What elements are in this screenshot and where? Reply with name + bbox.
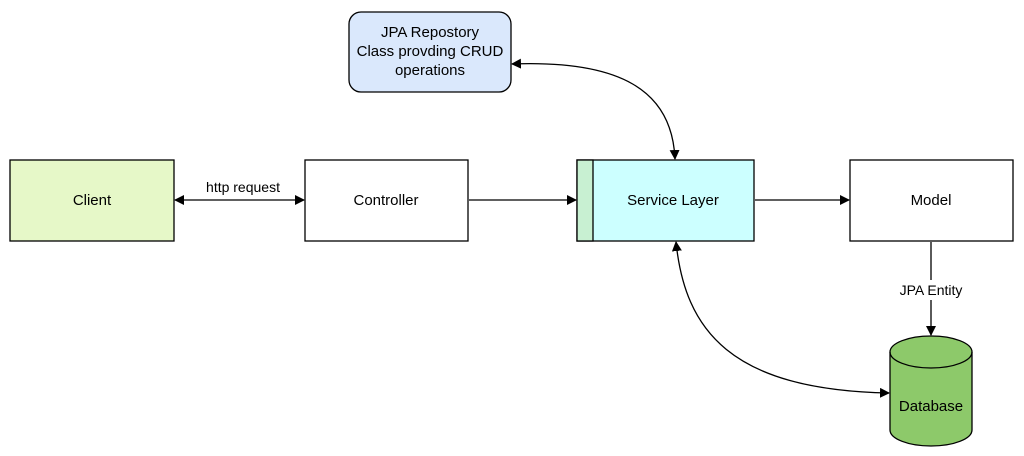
service-layer-node: Service Layer bbox=[576, 159, 755, 242]
service-layer-label: Service Layer bbox=[627, 192, 719, 209]
database-node: Database bbox=[889, 335, 973, 447]
model-node: Model bbox=[849, 159, 1014, 242]
jpa-repository-box bbox=[348, 11, 512, 93]
controller-node: Controller bbox=[304, 159, 469, 242]
service-layer-side-bar bbox=[576, 159, 594, 242]
client-box bbox=[9, 159, 175, 242]
database-cylinder bbox=[889, 335, 973, 447]
jpa-repository-line-3: operations bbox=[395, 62, 465, 79]
service-database-edge bbox=[671, 241, 890, 398]
controller-label: Controller bbox=[353, 192, 418, 209]
database-cylinder-rim bbox=[889, 351, 973, 369]
model-label: Model bbox=[911, 192, 952, 209]
jpa-repository-line-1: JPA Repostory bbox=[381, 24, 480, 41]
client-node: Client bbox=[9, 159, 175, 242]
database-label: Database bbox=[899, 398, 963, 415]
model-box bbox=[849, 159, 1014, 242]
service-layer-box bbox=[576, 159, 755, 242]
repository-service-edge bbox=[511, 58, 680, 160]
jpa-repository-node: JPA Repostory Class provding CRUD operat… bbox=[348, 11, 512, 93]
client-label: Client bbox=[73, 192, 112, 209]
jpa-repository-line-2: Class provding CRUD bbox=[357, 43, 504, 60]
client-controller-edge-label: http request bbox=[206, 179, 280, 195]
model-database-edge-label: JPA Entity bbox=[900, 282, 963, 298]
controller-box bbox=[304, 159, 469, 242]
